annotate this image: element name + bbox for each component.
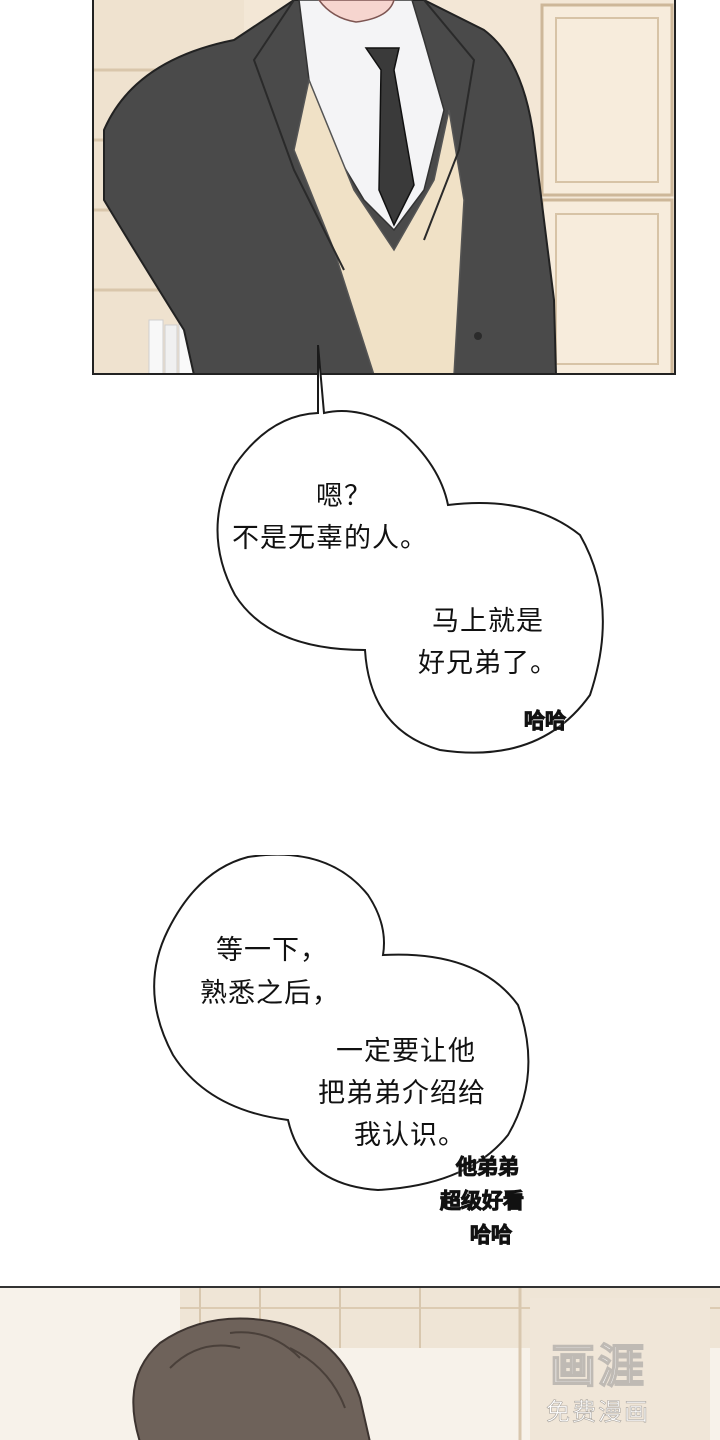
bubble-2-line-3: 一定要让他 xyxy=(336,1036,476,1067)
bubble-2-line-2: 熟悉之后， xyxy=(200,978,340,1009)
watermark-main-text: 画涯 xyxy=(549,1338,646,1394)
bubble-2-line-4: 把弟弟介绍给 xyxy=(318,1078,486,1109)
bubble-1-line-3: 马上就是 xyxy=(432,606,544,637)
panel-bottom-artwork xyxy=(0,1288,720,1440)
bubble-2-line-1: 等一下， xyxy=(216,935,328,966)
bubble-1-sfx: 哈哈 xyxy=(524,709,567,734)
bubble-1-line-4: 好兄弟了。 xyxy=(418,648,558,679)
speech-bubble-2 xyxy=(153,855,530,1192)
watermark-sub-text: 免费漫画 xyxy=(546,1398,650,1427)
watermark-logo: 画涯 免费漫画 xyxy=(546,1330,650,1427)
comic-panel-top xyxy=(92,0,676,375)
speech-bubble-1 xyxy=(216,345,604,754)
panel-top-artwork xyxy=(94,0,674,373)
comic-panel-bottom xyxy=(0,1286,720,1440)
bubble-2-sfx-3: 哈哈 xyxy=(470,1223,513,1248)
bubble-2-sfx-1: 他弟弟 xyxy=(456,1155,520,1180)
bubble-2-sfx-2: 超级好看 xyxy=(440,1189,525,1214)
bubble-1-line-1: 嗯？ xyxy=(316,481,372,512)
bubble-1-line-2: 不是无辜的人。 xyxy=(232,523,428,554)
bubble-2-line-5: 我认识。 xyxy=(354,1120,466,1151)
